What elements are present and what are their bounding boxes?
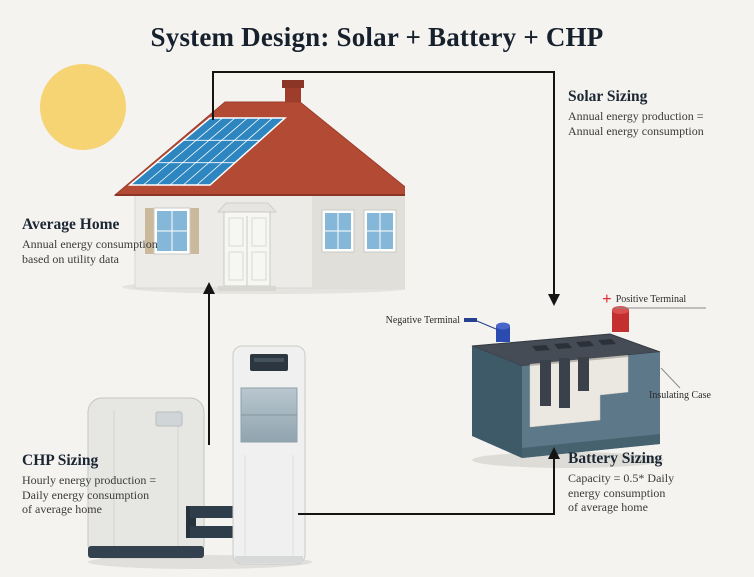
positive-terminal-label: + Positive Terminal: [602, 289, 687, 308]
page-title: System Design: Solar + Battery + CHP: [150, 22, 604, 52]
average-home-label: Average Home Annual energy consumption b…: [22, 216, 158, 266]
chp-sizing-line: Hourly energy production =: [22, 473, 157, 487]
battery-left-side: [472, 346, 522, 458]
solar-sizing-line: Annual energy consumption: [568, 123, 704, 138]
chp-sizing-label: CHP Sizing Hourly energy production = Da…: [22, 452, 156, 517]
negative-terminal: [496, 322, 510, 342]
insulating-case-label: Insulating Case: [649, 390, 711, 401]
positive-terminal-text: Positive Terminal: [615, 293, 687, 305]
average-home-line: Annual energy consumption: [22, 237, 158, 251]
battery-cutaway: [529, 355, 629, 428]
battery-sizing-line: Capacity = 0.5* Daily: [568, 471, 675, 485]
chp-pipes: [186, 506, 242, 538]
positive-terminal: [612, 306, 629, 332]
chp-left-unit: [87, 397, 205, 559]
chp-sizing-line: of average home: [22, 502, 102, 516]
chp-sizing-line: Daily energy consumption: [22, 487, 150, 502]
battery-vents: [532, 339, 616, 351]
solar-sizing-heading: Solar Sizing: [568, 88, 648, 105]
solar-sizing-label: Solar Sizing Annual energy production = …: [568, 88, 704, 138]
solar-sizing-line: Annual energy production =: [568, 109, 704, 123]
average-home-heading: Average Home: [22, 216, 120, 233]
front-door: [216, 202, 278, 291]
battery-sizing-label: Battery Sizing Capacity = 0.5* Daily ene…: [568, 450, 674, 515]
chp-sizing-heading: CHP Sizing: [22, 452, 99, 469]
left-window: [145, 207, 199, 255]
plus-sign: +: [602, 289, 612, 308]
negative-terminal-label: Negative Terminal: [385, 315, 460, 326]
battery-sizing-line: energy consumption: [568, 485, 666, 500]
battery-sizing-line: of average home: [568, 500, 648, 514]
average-home-line: based on utility data: [22, 251, 119, 266]
battery-sizing-heading: Battery Sizing: [568, 450, 663, 467]
chp-illustration: [87, 345, 312, 569]
chp-tall-unit: [232, 345, 306, 565]
sun-icon: [40, 64, 126, 150]
battery-illustration: [471, 306, 664, 468]
